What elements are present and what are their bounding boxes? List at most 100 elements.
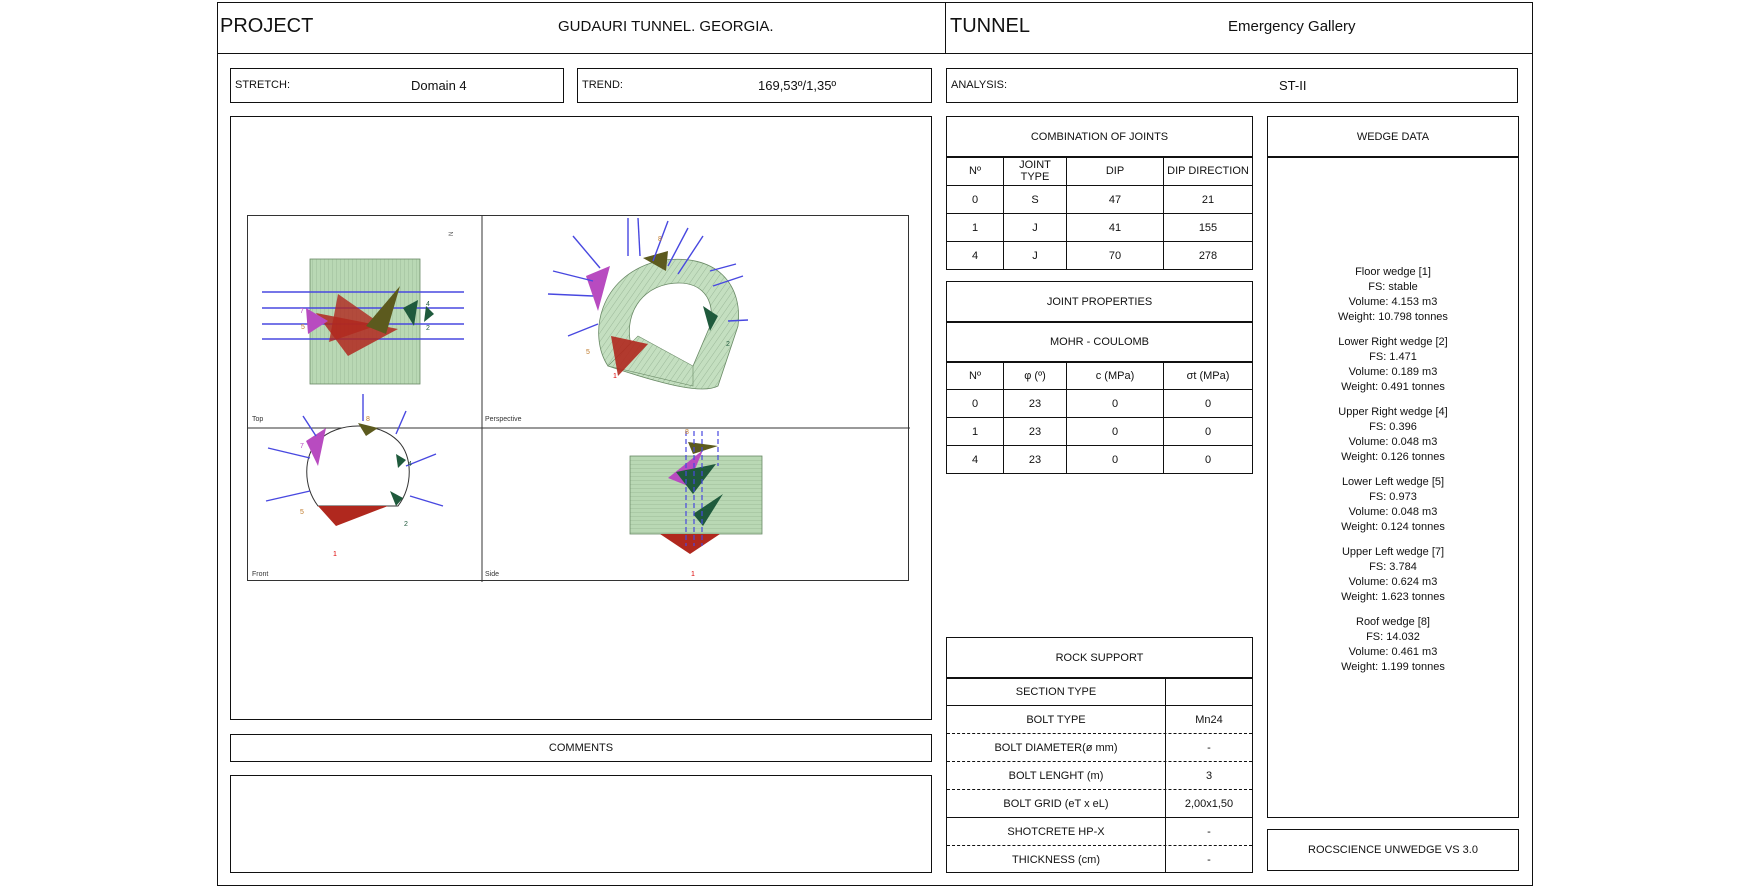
header-row	[217, 2, 1533, 54]
project-title: GUDAURI TUNNEL. GEORGIA.	[558, 17, 774, 35]
wedge-weight: Weight: 0.124 tonnes	[1341, 521, 1445, 533]
support-value	[1166, 678, 1252, 705]
table-row: 4 23 0 0	[946, 445, 1253, 474]
support-table: SECTION TYPE BOLT TYPE Mn24 BOLT DIAMETE…	[946, 677, 1253, 873]
svg-text:5: 5	[301, 324, 305, 331]
stretch-label: STRETCH:	[235, 79, 290, 91]
joint-number: 4	[946, 241, 1004, 270]
support-label: BOLT DIAMETER(ø mm)	[947, 734, 1166, 761]
svg-text:8: 8	[658, 236, 662, 243]
top-view-label: Top	[252, 416, 264, 423]
wedge-name: Roof wedge [8]	[1356, 616, 1430, 628]
wedge-name: Lower Right wedge [2]	[1338, 336, 1448, 348]
svg-text:7: 7	[300, 443, 304, 450]
property-phi: 23	[1003, 445, 1067, 474]
joint-dipdir: 155	[1163, 213, 1253, 242]
wedge-fs: FS: 14.032	[1366, 631, 1420, 643]
properties-subtitle: MOHR - COULOMB	[946, 321, 1253, 363]
support-row-bolt-length: BOLT LENGHT (m) 3	[947, 762, 1252, 790]
wedge-data-panel: Floor wedge [1] FS: stable Volume: 4.153…	[1267, 156, 1519, 818]
support-row-section-type: SECTION TYPE	[947, 678, 1252, 706]
wedge-upper-left: Upper Left wedge [7] FS: 3.784 Volume: 0…	[1268, 545, 1518, 605]
joints-col-dipdir: DIP DIRECTION	[1163, 156, 1253, 186]
svg-text:7: 7	[300, 308, 304, 315]
property-phi: 23	[1003, 389, 1067, 418]
joint-type: J	[1003, 241, 1067, 270]
wedge-name: Upper Left wedge [7]	[1341, 546, 1445, 558]
wedge-fs: FS: stable	[1368, 281, 1418, 293]
svg-text:2: 2	[404, 521, 408, 528]
joint-dip: 70	[1066, 241, 1164, 270]
svg-text:8: 8	[366, 416, 370, 423]
properties-col-sigma: σt (MPa)	[1163, 361, 1253, 390]
property-number: 1	[946, 417, 1004, 446]
comments-box[interactable]	[230, 775, 932, 873]
side-view-drawing: 8 1	[629, 429, 763, 578]
support-label: BOLT LENGHT (m)	[947, 762, 1166, 789]
drawing-panel	[230, 116, 932, 720]
wedge-fs: FS: 0.396	[1369, 421, 1417, 433]
perspective-view-drawing: 8 5 1 2	[547, 217, 749, 390]
joint-dipdir: 278	[1163, 241, 1253, 270]
support-label: BOLT TYPE	[947, 706, 1166, 733]
table-row: 4 J 70 278	[946, 241, 1253, 270]
svg-text:5: 5	[300, 509, 304, 516]
views-figure: 7 5 4 2 N 8 5	[247, 215, 910, 582]
support-value: -	[1207, 825, 1211, 838]
joints-col-number: Nº	[946, 156, 1004, 186]
svg-text:2: 2	[726, 341, 730, 348]
support-row-bolt-type: BOLT TYPE Mn24	[947, 706, 1252, 734]
property-c: 0	[1066, 445, 1164, 474]
support-value: 2,00x1,50	[1184, 797, 1234, 810]
wedge-volume: Volume: 0.624 m3	[1348, 576, 1438, 588]
properties-table: Nº φ (º) c (MPa) σt (MPa) 0 23 0 0 1 23 …	[946, 361, 1253, 474]
analysis-label: ANALYSIS:	[951, 79, 1008, 91]
header-divider	[945, 2, 946, 54]
trend-value: 169,53º/1,35º	[758, 77, 837, 93]
comments-header: COMMENTS	[230, 734, 932, 762]
analysis-box: ANALYSIS: ST-II	[946, 68, 1518, 103]
joint-number: 1	[946, 213, 1004, 242]
trend-label: TREND:	[582, 79, 623, 91]
wedge-weight: Weight: 0.126 tonnes	[1341, 451, 1445, 463]
support-label: BOLT GRID (eT x eL)	[947, 790, 1166, 817]
svg-text:5: 5	[586, 349, 590, 356]
wedge-weight: Weight: 1.199 tonnes	[1341, 661, 1445, 673]
trend-box: TREND: 169,53º/1,35º	[577, 68, 932, 103]
wedge-name: Lower Left wedge [5]	[1341, 476, 1445, 488]
svg-text:4: 4	[426, 301, 430, 308]
properties-col-number: Nº	[946, 361, 1004, 390]
software-label: ROCSCIENCE UNWEDGE VS 3.0	[1267, 829, 1519, 871]
table-row: 0 23 0 0	[946, 389, 1253, 418]
wedge-weight: Weight: 1.623 tonnes	[1341, 591, 1445, 603]
joints-table: Nº JOINT TYPE DIP DIP DIRECTION 0 S 47 2…	[946, 156, 1253, 270]
joint-dipdir: 21	[1163, 185, 1253, 214]
wedge-views-drawing: 7 5 4 2 N 8 5	[248, 216, 910, 582]
wedge-upper-right: Upper Right wedge [4] FS: 0.396 Volume: …	[1268, 405, 1518, 465]
support-value: Mn24	[1195, 713, 1223, 726]
svg-text:8: 8	[685, 429, 689, 436]
tunnel-label: TUNNEL	[950, 14, 1031, 37]
perspective-view-label: Perspective	[485, 416, 522, 423]
property-phi: 23	[1003, 417, 1067, 446]
wedge-volume: Volume: 0.048 m3	[1348, 436, 1438, 448]
wedge-roof: Roof wedge [8] FS: 14.032 Volume: 0.461 …	[1268, 615, 1518, 675]
wedge-lower-left: Lower Left wedge [5] FS: 0.973 Volume: 0…	[1268, 475, 1518, 535]
property-c: 0	[1066, 389, 1164, 418]
support-label: SHOTCRETE HP-X	[947, 818, 1166, 845]
joint-dip: 47	[1066, 185, 1164, 214]
property-sigma: 0	[1163, 389, 1253, 418]
wedge-fs: FS: 3.784	[1369, 561, 1417, 573]
support-row-bolt-diameter: BOLT DIAMETER(ø mm) -	[947, 734, 1252, 762]
wedge-weight: Weight: 0.491 tonnes	[1341, 381, 1445, 393]
support-title: ROCK SUPPORT	[946, 637, 1253, 679]
table-row: 0 S 47 21	[946, 185, 1253, 214]
joint-type: S	[1003, 185, 1067, 214]
sheet-frame	[217, 2, 1533, 886]
support-row-bolt-grid: BOLT GRID (eT x eL) 2,00x1,50	[947, 790, 1252, 818]
project-label: PROJECT	[220, 14, 314, 37]
stretch-value: Domain 4	[411, 77, 467, 93]
wedge-lower-right: Lower Right wedge [2] FS: 1.471 Volume: …	[1268, 335, 1518, 395]
stretch-box: STRETCH: Domain 4	[230, 68, 564, 103]
properties-col-phi: φ (º)	[1003, 361, 1067, 390]
